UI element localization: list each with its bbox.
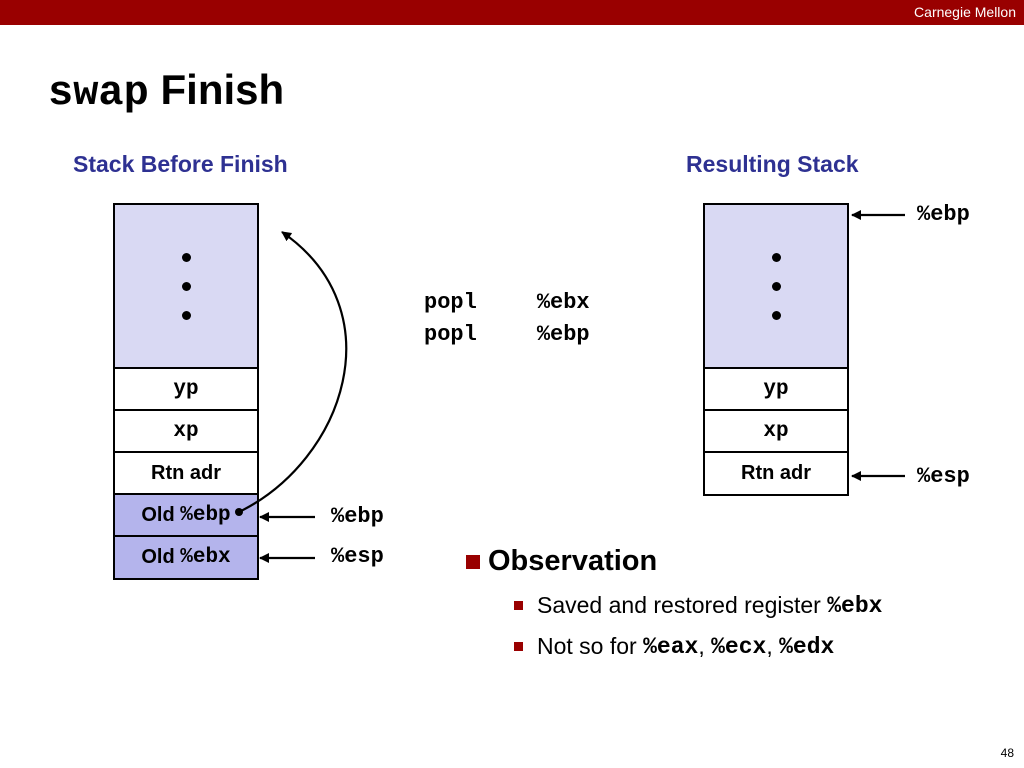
left-ebp-pointer-label: %ebp [331, 504, 384, 529]
ellipsis-dot [771, 281, 781, 291]
code-block: popl %ebx popl %ebp [424, 287, 590, 351]
stack-cell-rtn-adr: Rtn adr [115, 453, 257, 495]
brand-label: Carnegie Mellon [914, 4, 1016, 20]
right-stack-heading: Resulting Stack [686, 151, 859, 177]
observation-item-code: %ecx [711, 633, 767, 660]
bullet-square-icon [514, 642, 523, 651]
stack-cell-yp: yp [705, 369, 847, 411]
observation-item-code: %ebx [827, 592, 883, 619]
observation-item-text: Saved and restored register [537, 592, 828, 618]
stack-cell-register: %ebx [180, 546, 231, 569]
ellipsis-dot [771, 252, 781, 262]
stack-cell-register: %ebp [180, 503, 231, 527]
observation-item-separator: , [766, 633, 780, 659]
stack-cell-xp: xp [115, 411, 257, 453]
stack-cell-yp: yp [115, 369, 257, 411]
code-op: popl [424, 322, 477, 347]
stack-cell-label: xp [763, 419, 789, 443]
ellipsis-dot [181, 310, 191, 320]
left-stack-heading: Stack Before Finish [73, 151, 288, 177]
curve-arrow-origin-dot [235, 508, 243, 516]
right-stack: yp xp Rtn adr [703, 203, 849, 496]
left-stack: yp xp Rtn adr Old %ebp Old %ebx [113, 203, 259, 580]
left-esp-pointer-label: %esp [331, 544, 384, 569]
observation-heading: Observation [466, 545, 882, 578]
ellipsis-dot [771, 310, 781, 320]
title-text: Finish [160, 66, 285, 113]
bullet-square-icon [466, 554, 480, 569]
observation-item-code: %eax [643, 633, 699, 660]
observation-item: Saved and restored register %ebx [514, 592, 883, 619]
observation-heading-text: Observation [488, 545, 658, 577]
ellipsis-dot [181, 252, 191, 262]
stack-cell-label: yp [173, 377, 199, 401]
page-number: 48 [1000, 746, 1014, 760]
observation-item-code: %edx [779, 633, 835, 660]
observation-item-text: Not so for [537, 633, 644, 659]
title-bar: Carnegie Mellon [0, 0, 1024, 25]
stack-cell-prefix: Old [141, 546, 181, 568]
observation-item: Not so for %eax, %ecx, %edx [514, 633, 882, 660]
code-line: popl %ebp [424, 319, 590, 351]
code-arg: %ebp [536, 322, 590, 347]
stack-cell-xp: xp [705, 411, 847, 453]
right-ebp-pointer-label: %ebp [917, 202, 970, 227]
stack-cell-old-ebx: Old %ebx [115, 537, 257, 578]
observation-item-separator: , [698, 633, 712, 659]
stack-cell-label: xp [173, 419, 199, 443]
code-line: popl %ebx [424, 287, 590, 319]
code-op: popl [424, 290, 477, 315]
stack-cell-label: Rtn adr [151, 461, 221, 484]
observation-block: Observation Saved and restored register … [466, 545, 882, 660]
code-arg: %ebx [536, 290, 590, 315]
stack-ellipsis-cell [115, 205, 257, 369]
bullet-square-icon [514, 601, 523, 610]
stack-cell-prefix: Old [141, 503, 181, 526]
slide-title: swap Finish [48, 66, 284, 117]
frame-pointer-curve-arrow [238, 231, 348, 513]
title-code: swap [48, 69, 149, 117]
right-esp-pointer-label: %esp [917, 464, 970, 489]
stack-cell-old-ebp: Old %ebp [115, 495, 257, 537]
stack-cell-label: yp [763, 377, 789, 401]
stack-cell-label: Rtn adr [741, 462, 811, 484]
stack-cell-rtn-adr: Rtn adr [705, 453, 847, 494]
ellipsis-dot [181, 281, 191, 291]
stack-ellipsis-cell [705, 205, 847, 369]
